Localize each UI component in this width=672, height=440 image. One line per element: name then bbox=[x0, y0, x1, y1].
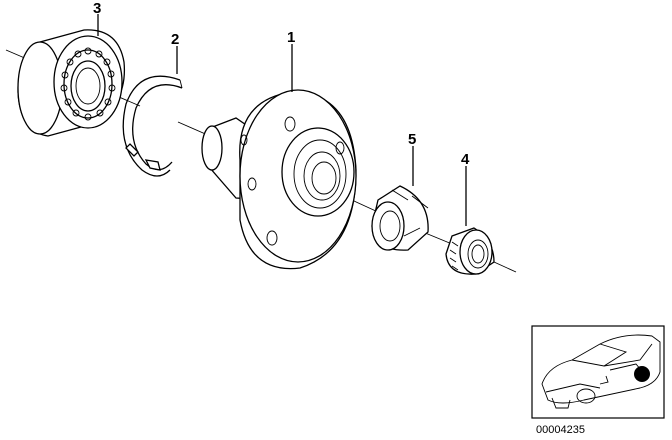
callout-circlip: 2 bbox=[171, 31, 179, 48]
vehicle-location-thumbnail bbox=[531, 325, 665, 419]
leader-lines bbox=[97, 14, 467, 226]
collar bbox=[371, 185, 429, 251]
callout-nut: 4 bbox=[461, 151, 470, 168]
circlip bbox=[122, 75, 183, 177]
rear-wheel-marker bbox=[634, 366, 650, 382]
bearing-balls bbox=[60, 47, 116, 121]
car-outline-icon bbox=[541, 334, 661, 409]
wheel-hub bbox=[201, 89, 357, 270]
axle-nut bbox=[445, 227, 495, 275]
reference-number: 00004235 bbox=[536, 424, 585, 436]
callout-collar: 5 bbox=[408, 131, 416, 148]
callout-hub: 1 bbox=[287, 29, 295, 46]
wheel-bearing bbox=[17, 29, 126, 137]
callout-bearing: 3 bbox=[93, 0, 101, 17]
stud-holes bbox=[240, 116, 345, 246]
